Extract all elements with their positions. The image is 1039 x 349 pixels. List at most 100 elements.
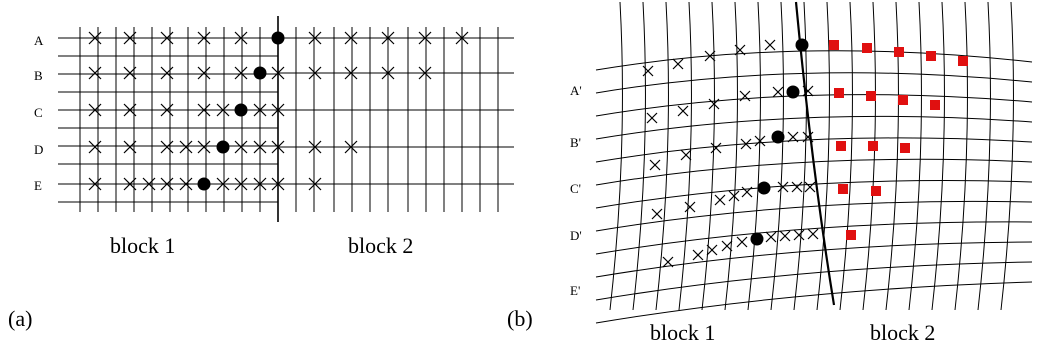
interface-dot — [216, 140, 230, 154]
cross-marker — [88, 177, 102, 191]
block-2-square — [871, 186, 881, 196]
cross-marker — [754, 135, 766, 147]
cross-marker — [804, 181, 816, 193]
cross-marker — [381, 31, 395, 45]
grid-line-curved-vertical — [609, 1, 623, 311]
cross-stroke — [649, 159, 661, 171]
cross-stroke — [721, 240, 733, 252]
grid-line-curved-horizontal — [595, 281, 1033, 324]
cross-stroke — [271, 177, 285, 191]
cross-marker — [677, 105, 689, 117]
grid-line-curved-vertical — [931, 1, 945, 311]
cross-stroke — [684, 201, 696, 213]
cross-marker — [651, 208, 663, 220]
cross-marker — [308, 66, 322, 80]
block-2-square — [836, 141, 846, 151]
cross-marker — [253, 177, 267, 191]
grid-line-curved-vertical — [908, 1, 922, 311]
grid-line-curved-horizontal — [595, 115, 1033, 140]
cross-stroke — [807, 228, 819, 240]
cross-marker — [197, 103, 211, 117]
cross-stroke — [344, 31, 358, 45]
block-2-square — [866, 91, 876, 101]
cross-stroke — [706, 244, 718, 256]
cross-stroke — [734, 44, 746, 56]
cross-stroke — [680, 149, 692, 161]
cross-marker — [642, 65, 654, 77]
cross-stroke — [793, 229, 805, 241]
grid-line-curved-vertical — [747, 1, 761, 311]
cross-marker — [308, 31, 322, 45]
cross-marker — [271, 66, 285, 80]
cross-stroke — [740, 138, 752, 150]
cross-stroke — [160, 103, 174, 117]
cross-marker — [88, 140, 102, 154]
block-2-square — [958, 56, 968, 66]
cross-marker — [142, 177, 156, 191]
panel-a-grid — [58, 16, 514, 222]
block-2-square — [930, 100, 940, 110]
cross-stroke — [123, 140, 137, 154]
cross-stroke — [234, 31, 248, 45]
block-2-square — [829, 40, 839, 50]
grid-line-curved-horizontal — [595, 72, 1033, 94]
interface-dot — [750, 232, 764, 246]
row-label-b-prime: B' — [570, 135, 581, 150]
cross-marker — [706, 244, 718, 256]
cross-marker — [234, 140, 248, 154]
cross-marker — [197, 140, 211, 154]
cross-stroke — [88, 177, 102, 191]
cross-stroke — [88, 66, 102, 80]
cross-stroke — [344, 140, 358, 154]
cross-marker — [672, 58, 684, 70]
block-2-square — [862, 43, 872, 53]
grid-line-curved-vertical — [678, 1, 692, 311]
block-2-label: block 2 — [348, 233, 413, 258]
grid-line-curved-horizontal — [595, 94, 1033, 117]
row-label-a-prime: A' — [570, 83, 582, 98]
panel-a-markers — [88, 31, 469, 191]
cross-marker — [692, 249, 704, 261]
cross-stroke — [197, 66, 211, 80]
interface-dot — [234, 103, 248, 117]
grid-line-curved-vertical — [632, 1, 646, 311]
cross-stroke — [344, 66, 358, 80]
row-label-e-prime: E' — [570, 283, 580, 298]
cross-stroke — [123, 66, 137, 80]
cross-stroke — [142, 177, 156, 191]
panel-b: A' B' C' D' E' block 1 block 2 (b) — [507, 1, 1033, 345]
cross-marker — [160, 31, 174, 45]
cross-marker — [344, 66, 358, 80]
row-label-e: E — [34, 178, 42, 193]
interface-dot — [271, 31, 285, 45]
row-label-c: C — [34, 105, 43, 120]
cross-marker — [179, 140, 193, 154]
grid-line-curved-vertical — [954, 1, 968, 311]
cross-marker — [680, 149, 692, 161]
cross-stroke — [253, 103, 267, 117]
cross-marker — [740, 138, 752, 150]
grid-line-curved-vertical — [885, 1, 899, 311]
block-2-square — [846, 230, 856, 240]
cross-marker — [344, 31, 358, 45]
cross-stroke — [791, 181, 803, 193]
block-2-square — [900, 143, 910, 153]
cross-stroke — [216, 103, 230, 117]
cross-marker — [646, 112, 658, 124]
cross-stroke — [88, 31, 102, 45]
cross-stroke — [764, 39, 776, 51]
grid-line-curved-horizontal — [595, 200, 1033, 232]
cross-marker — [308, 140, 322, 154]
cross-marker — [216, 103, 230, 117]
cross-stroke — [160, 177, 174, 191]
row-label-b: B — [34, 68, 43, 83]
interface-dot — [795, 38, 809, 52]
cross-marker — [734, 44, 746, 56]
cross-stroke — [234, 177, 248, 191]
panel-b-grid — [595, 1, 1033, 324]
cross-marker — [123, 103, 137, 117]
grid-line-curved-horizontal — [595, 241, 1033, 278]
row-label-d-prime: D' — [570, 228, 582, 243]
panel-a: A B C D E block 1 block 2 (a) — [8, 16, 514, 331]
interface-dot — [253, 66, 267, 80]
